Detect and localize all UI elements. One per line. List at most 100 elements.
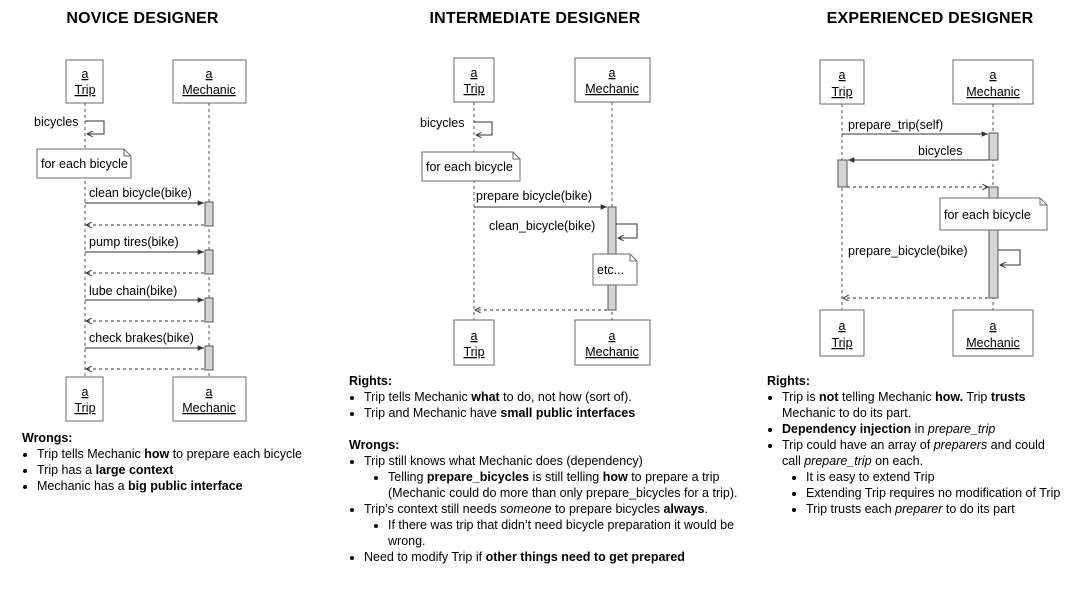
- svg-text:for each bicycle: for each bicycle: [426, 160, 513, 174]
- svg-text:a: a: [609, 66, 616, 80]
- svg-text:Mechanic: Mechanic: [585, 82, 639, 96]
- intermediate-title: INTERMEDIATE DESIGNER: [429, 10, 641, 27]
- list-item: Mechanic has a big public interface: [37, 478, 322, 494]
- novice-activation-3: [204, 297, 214, 323]
- svg-text:a: a: [82, 385, 89, 399]
- list-item: Need to modify Trip if other things need…: [364, 549, 744, 565]
- intermediate-rights-heading: Rights:: [349, 374, 393, 388]
- experienced-rights-heading: Rights:: [767, 374, 811, 388]
- experienced-msg-bicycles: bicycles: [918, 144, 962, 158]
- novice-mechanic-box-top: a Mechanic: [172, 59, 247, 104]
- list-item: Extending Trip requires no modification …: [806, 485, 1062, 501]
- list-item: Trip could have an array of preparers an…: [782, 437, 1062, 517]
- novice-activation-1: [204, 201, 214, 227]
- experienced-rights-list: Trip is not telling Mechanic how. Trip t…: [767, 389, 1062, 517]
- experienced-title: EXPERIENCED DESIGNER: [826, 10, 1034, 27]
- intermediate-mechanic-box-top: a Mechanic: [574, 57, 651, 103]
- experienced-inner-message: prepare_bicycle(bike): [848, 244, 968, 258]
- svg-text:a: a: [990, 68, 997, 82]
- list-item: Trip and Mechanic have small public inte…: [364, 405, 744, 421]
- list-item: Trip still knows what Mechanic does (dep…: [364, 453, 744, 501]
- novice-trip-box-bottom: a Trip: [65, 376, 104, 422]
- svg-text:a: a: [206, 385, 213, 399]
- experienced-mechanic-activation-2: [988, 186, 999, 299]
- novice-mechanic-box-bottom: a Mechanic: [172, 376, 247, 422]
- svg-text:Trip: Trip: [463, 82, 484, 96]
- intermediate-wrongs-list: Trip still knows what Mechanic does (dep…: [349, 453, 744, 565]
- intermediate-diagram: a Trip a Mechanic bicycles for each bicy…: [420, 57, 651, 366]
- svg-text:etc...: etc...: [597, 263, 624, 277]
- novice-activation-2: [204, 249, 214, 275]
- intermediate-inner-message: clean_bicycle(bike): [489, 219, 595, 233]
- list-item: Trip is not telling Mechanic how. Trip t…: [782, 389, 1062, 421]
- svg-text:Trip: Trip: [463, 345, 484, 359]
- intermediate-mechanic-box-bottom: a Mechanic: [574, 319, 651, 366]
- novice-wrongs-list: Trip tells Mechanic how to prepare each …: [22, 446, 322, 494]
- svg-text:for each bicycle: for each bicycle: [944, 208, 1031, 222]
- experienced-inner-arrow: [998, 249, 1021, 265]
- intermediate-wrongs-heading: Wrongs:: [349, 438, 400, 452]
- svg-text:a: a: [471, 329, 478, 343]
- list-item: Trip tells Mechanic what to do, not how …: [364, 389, 744, 405]
- novice-activation-4: [204, 345, 214, 371]
- list-item: Telling prepare_bicycles is still tellin…: [388, 469, 744, 501]
- svg-text:a: a: [471, 66, 478, 80]
- intermediate-trip-box-top: a Trip: [453, 57, 495, 103]
- experienced-msg-prepare-trip: prepare_trip(self): [848, 118, 943, 132]
- novice-notes: Wrongs: Trip tells Mechanic how to prepa…: [22, 430, 322, 494]
- list-item: Trip’s context still needs someone to pr…: [364, 501, 744, 549]
- svg-text:Trip: Trip: [831, 85, 852, 99]
- svg-text:Trip: Trip: [831, 336, 852, 350]
- experienced-trip-box-top: a Trip: [819, 59, 865, 105]
- svg-text:a: a: [609, 329, 616, 343]
- novice-diagram: a Trip a Mechanic bicycles for each bicy…: [34, 59, 247, 422]
- experienced-diagram: a Trip a Mechanic prepare_trip(self) bic…: [819, 59, 1048, 357]
- intermediate-self-arrow: [474, 121, 493, 135]
- experienced-note: for each bicycle: [939, 197, 1048, 231]
- list-item: It is easy to extend Trip: [806, 469, 1062, 485]
- novice-wrongs-heading: Wrongs:: [22, 431, 73, 445]
- novice-trip-box-top: a Trip: [65, 59, 104, 104]
- list-item: If there was trip that didn’t need bicyc…: [388, 517, 744, 549]
- svg-text:a: a: [839, 319, 846, 333]
- intermediate-etc-note: etc...: [592, 253, 638, 286]
- novice-msg-lube: lube chain(bike): [89, 284, 177, 298]
- svg-text:Mechanic: Mechanic: [966, 85, 1020, 99]
- svg-text:a: a: [206, 67, 213, 81]
- list-item: Trip has a large context: [37, 462, 322, 478]
- experienced-mechanic-activation-1: [988, 132, 999, 161]
- svg-text:a: a: [990, 319, 997, 333]
- intermediate-msg-prepare: prepare bicycle(bike): [476, 189, 592, 203]
- experienced-mechanic-box-bottom: a Mechanic: [952, 309, 1034, 357]
- experienced-mechanic-box-top: a Mechanic: [952, 59, 1034, 105]
- novice-msg-pump: pump tires(bike): [89, 235, 179, 249]
- intermediate-notes: Rights: Trip tells Mechanic what to do, …: [349, 373, 744, 565]
- intermediate-rights-list: Trip tells Mechanic what to do, not how …: [349, 389, 744, 421]
- novice-note: for each bicycle: [36, 148, 132, 179]
- novice-self-message: bicycles: [34, 115, 78, 129]
- list-item: Trip trusts each preparer to do its part: [806, 501, 1062, 517]
- svg-text:Trip: Trip: [74, 401, 95, 415]
- intermediate-trip-box-bottom: a Trip: [453, 319, 495, 366]
- experienced-trip-box-bottom: a Trip: [819, 309, 865, 357]
- experienced-notes: Rights: Trip is not telling Mechanic how…: [767, 373, 1062, 517]
- svg-text:Mechanic: Mechanic: [585, 345, 639, 359]
- svg-text:a: a: [839, 68, 846, 82]
- novice-self-arrow: [85, 120, 105, 134]
- svg-text:for each bicycle: for each bicycle: [41, 157, 128, 171]
- intermediate-note: for each bicycle: [421, 151, 521, 182]
- novice-msg-clean: clean bicycle(bike): [89, 186, 192, 200]
- svg-text:Mechanic: Mechanic: [182, 401, 236, 415]
- list-item: Dependency injection in prepare_trip: [782, 421, 1062, 437]
- novice-msg-brakes: check brakes(bike): [89, 331, 194, 345]
- list-item: Trip tells Mechanic how to prepare each …: [37, 446, 322, 462]
- svg-text:Mechanic: Mechanic: [966, 336, 1020, 350]
- experienced-trip-activation: [837, 159, 848, 188]
- svg-text:Mechanic: Mechanic: [182, 83, 236, 97]
- svg-text:a: a: [82, 67, 89, 81]
- novice-title: NOVICE DESIGNER: [66, 10, 219, 27]
- intermediate-self-message: bicycles: [420, 116, 464, 130]
- intermediate-inner-arrow: [616, 223, 638, 238]
- svg-text:Trip: Trip: [74, 83, 95, 97]
